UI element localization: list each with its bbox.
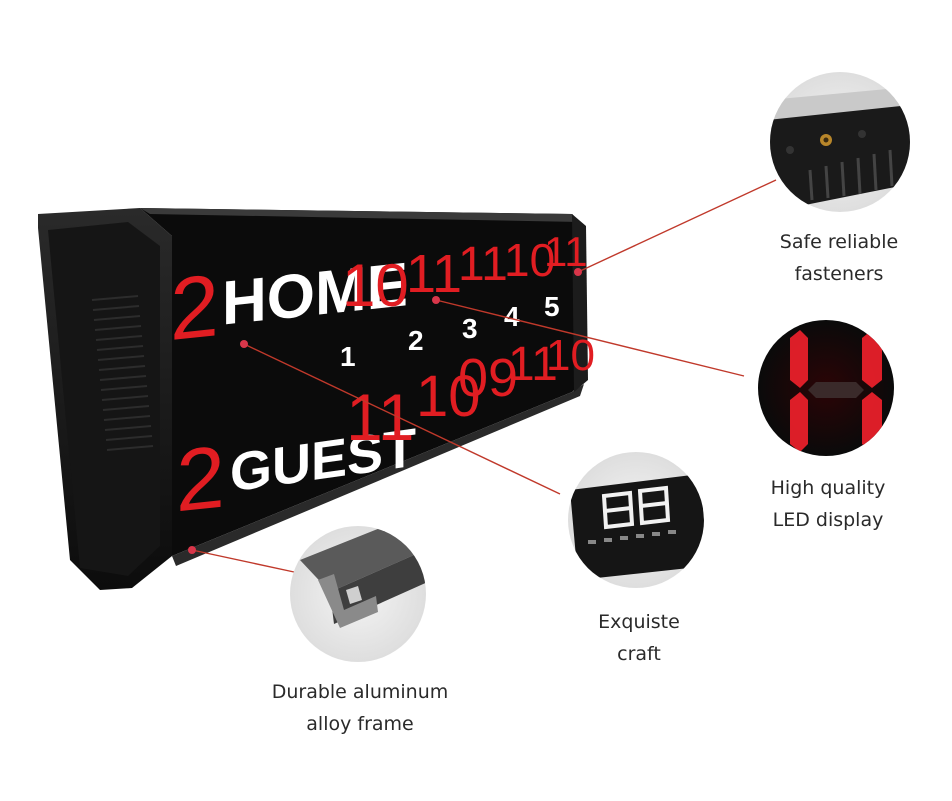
home-period-score: 11 xyxy=(406,244,462,304)
period-numbers: 1 2 3 4 5 xyxy=(340,291,560,372)
period-number: 4 xyxy=(504,301,520,332)
fasteners-caption-line2: fasteners xyxy=(794,263,884,285)
callout-leader-lines xyxy=(191,179,777,573)
leader-line-frame xyxy=(191,549,295,573)
home-period-score: 10 xyxy=(504,234,555,286)
fasteners-detail-bubble xyxy=(770,72,910,212)
leader-line-fasteners xyxy=(577,179,777,273)
scoreboard-device: 2 2 HOME GUEST 1 2 3 4 5 10 11 11 10 11 … xyxy=(38,208,595,590)
home-period-score: 11 xyxy=(544,228,588,275)
guest-period-score: 10 xyxy=(546,331,595,380)
guest-period-score: 09 xyxy=(458,348,518,408)
guest-score: 2 xyxy=(176,427,225,531)
leader-dot xyxy=(188,546,196,554)
led-caption-line1: High quality xyxy=(770,477,886,499)
home-period-scores: 10 11 11 10 11 xyxy=(342,228,588,319)
guest-period-score: 11 xyxy=(508,338,558,391)
fasteners-caption: Safe reliable fasteners xyxy=(729,226,949,290)
home-score: 2 xyxy=(170,255,219,359)
period-number: 3 xyxy=(462,313,478,344)
period-number: 5 xyxy=(544,291,560,322)
frame-detail-bubble xyxy=(290,526,426,662)
frame-caption-line2: alloy frame xyxy=(306,713,414,735)
led-caption: High quality LED display xyxy=(718,472,938,536)
period-number: 2 xyxy=(408,325,424,356)
leader-dot xyxy=(240,340,248,348)
led-detail-bubble xyxy=(758,320,894,456)
craft-caption-line2: craft xyxy=(617,643,661,665)
fasteners-caption-line1: Safe reliable xyxy=(779,231,899,253)
craft-caption-line1: Exquiste xyxy=(598,611,680,633)
leader-dot xyxy=(432,296,440,304)
home-period-score: 11 xyxy=(458,238,508,291)
period-number: 1 xyxy=(340,341,356,372)
guest-period-scores: 11 10 09 11 10 xyxy=(346,331,595,454)
home-period-score: 10 xyxy=(342,252,409,319)
craft-caption: Exquiste craft xyxy=(529,606,749,670)
frame-caption: Durable aluminum alloy frame xyxy=(250,676,470,740)
leader-line-led xyxy=(435,299,745,377)
leader-dot xyxy=(574,268,582,276)
led-caption-line2: LED display xyxy=(772,509,884,531)
leader-line-craft xyxy=(243,343,561,495)
craft-detail-bubble xyxy=(568,452,704,588)
frame-caption-line1: Durable aluminum xyxy=(271,681,449,703)
display-panel xyxy=(140,208,584,556)
guest-period-score: 10 xyxy=(416,364,481,429)
guest-period-score: 11 xyxy=(346,380,415,454)
